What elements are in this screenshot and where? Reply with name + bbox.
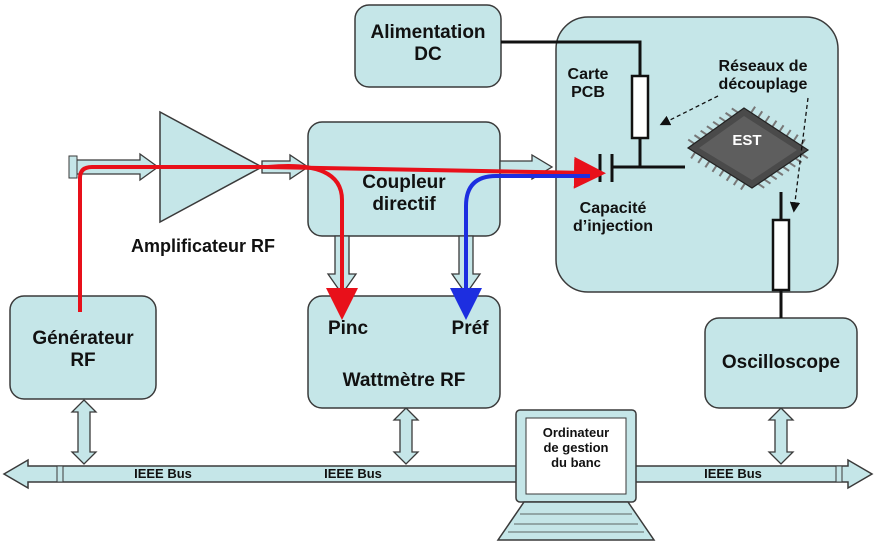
- carte-pcb-label: Carte PCB: [558, 66, 618, 103]
- pinc-label: Pinc: [327, 318, 369, 339]
- generateur-line1: Générateur: [32, 328, 134, 349]
- reseaux-line2: découplage: [718, 76, 808, 94]
- signal-red-sample: [267, 164, 358, 320]
- coupleur-line1: Coupleur: [362, 172, 446, 193]
- chip-pin: [731, 107, 739, 114]
- capacite-line1: Capacité: [579, 200, 647, 217]
- decoupling-resistor-top: [630, 74, 650, 140]
- ieee-bus-label-3: IEEE Bus: [704, 466, 762, 481]
- alimentation-line1: Alimentation: [370, 22, 486, 43]
- chip-pin: [788, 161, 796, 168]
- chip-pin: [725, 112, 733, 118]
- chip-pin: [757, 182, 765, 189]
- est-label: EST: [732, 132, 762, 149]
- chip-pin: [785, 129, 792, 137]
- wattmetre-box: [307, 295, 501, 409]
- chip-pin: [700, 129, 708, 136]
- signal-red-path: [78, 156, 606, 312]
- wattmetre-title: Wattmètre RF: [342, 370, 466, 391]
- ieee-bus-label-1: IEEE Bus: [134, 466, 192, 481]
- chip-pin: [801, 153, 809, 160]
- gen-output-connector: [68, 155, 78, 179]
- ordinateur-label: Ordinateur de gestion du banc: [526, 425, 626, 471]
- coupleur-box: [307, 121, 501, 237]
- chip-pin: [778, 124, 785, 132]
- bus-link-oscilloscope: [767, 407, 795, 465]
- amplificateur-label: Amplificateur RF: [130, 236, 276, 256]
- chip-pin: [763, 178, 771, 185]
- bus-link-generateur: [70, 399, 98, 465]
- chip-pin: [770, 174, 778, 181]
- ordinateur-line3: du banc: [551, 454, 601, 470]
- carte-pcb-line1: Carte: [567, 66, 609, 83]
- capacite-label: Capacité d’injection: [558, 200, 668, 237]
- pref-label: Préf: [451, 318, 489, 339]
- bus-connector-left: [56, 465, 64, 483]
- chip-pin: [718, 116, 726, 123]
- ieee-bus-label-2: IEEE Bus: [324, 466, 382, 481]
- ordinateur-line1: Ordinateur: [542, 425, 610, 440]
- chip-pin: [706, 125, 714, 132]
- signal-blue-reflected: [450, 174, 590, 320]
- decoupling-resistor-bottom: [771, 218, 791, 292]
- alimentation-line2: DC: [414, 43, 442, 65]
- chip-pin: [792, 134, 799, 142]
- alimentation-box: [354, 4, 502, 88]
- chip-pin: [740, 183, 746, 191]
- ordinateur-line2: de gestion: [543, 439, 609, 455]
- carte-pcb-line2: PCB: [571, 84, 605, 102]
- chip-pin: [764, 115, 771, 123]
- ordinateur-computer: [496, 409, 656, 541]
- chip-pin: [711, 165, 718, 173]
- chip-pin: [718, 169, 725, 177]
- generateur-label: Générateur RF: [10, 328, 156, 372]
- chip-pin: [687, 138, 695, 145]
- est-chip: [686, 106, 810, 191]
- reseaux-pointer-1: [659, 95, 719, 126]
- ieee-bus: [2, 458, 874, 490]
- chip-pin: [771, 120, 778, 128]
- reseaux-pointer-2: [789, 97, 809, 213]
- capacite-line2: d’injection: [573, 218, 653, 236]
- chip-pin: [757, 110, 764, 118]
- bus-connector-right: [835, 465, 843, 483]
- chip-pin: [693, 134, 701, 140]
- generateur-box: [9, 295, 157, 400]
- oscilloscope-label: Oscilloscope: [721, 352, 841, 373]
- chip-pin: [712, 120, 720, 127]
- chip-pin: [732, 178, 739, 186]
- alimentation-label: Alimentation DC: [355, 22, 501, 66]
- carte-pcb-board: [555, 16, 839, 293]
- reseaux-line1: Réseaux de: [718, 58, 808, 75]
- coupleur-label: Coupleur directif: [308, 172, 500, 216]
- chip-pin: [697, 156, 704, 164]
- coupleur-line2: directif: [372, 193, 436, 215]
- reseaux-label: Réseaux de découplage: [700, 58, 826, 95]
- chip-pin: [725, 174, 732, 182]
- chip-pin: [782, 166, 790, 172]
- chip-pin: [690, 151, 696, 159]
- chip-pin: [776, 170, 784, 176]
- dc-power-wire: [501, 40, 642, 167]
- chip-pin: [704, 160, 711, 168]
- generateur-line2: RF: [70, 349, 96, 371]
- chip-pin: [750, 106, 756, 114]
- bus-link-wattmetre: [392, 407, 420, 465]
